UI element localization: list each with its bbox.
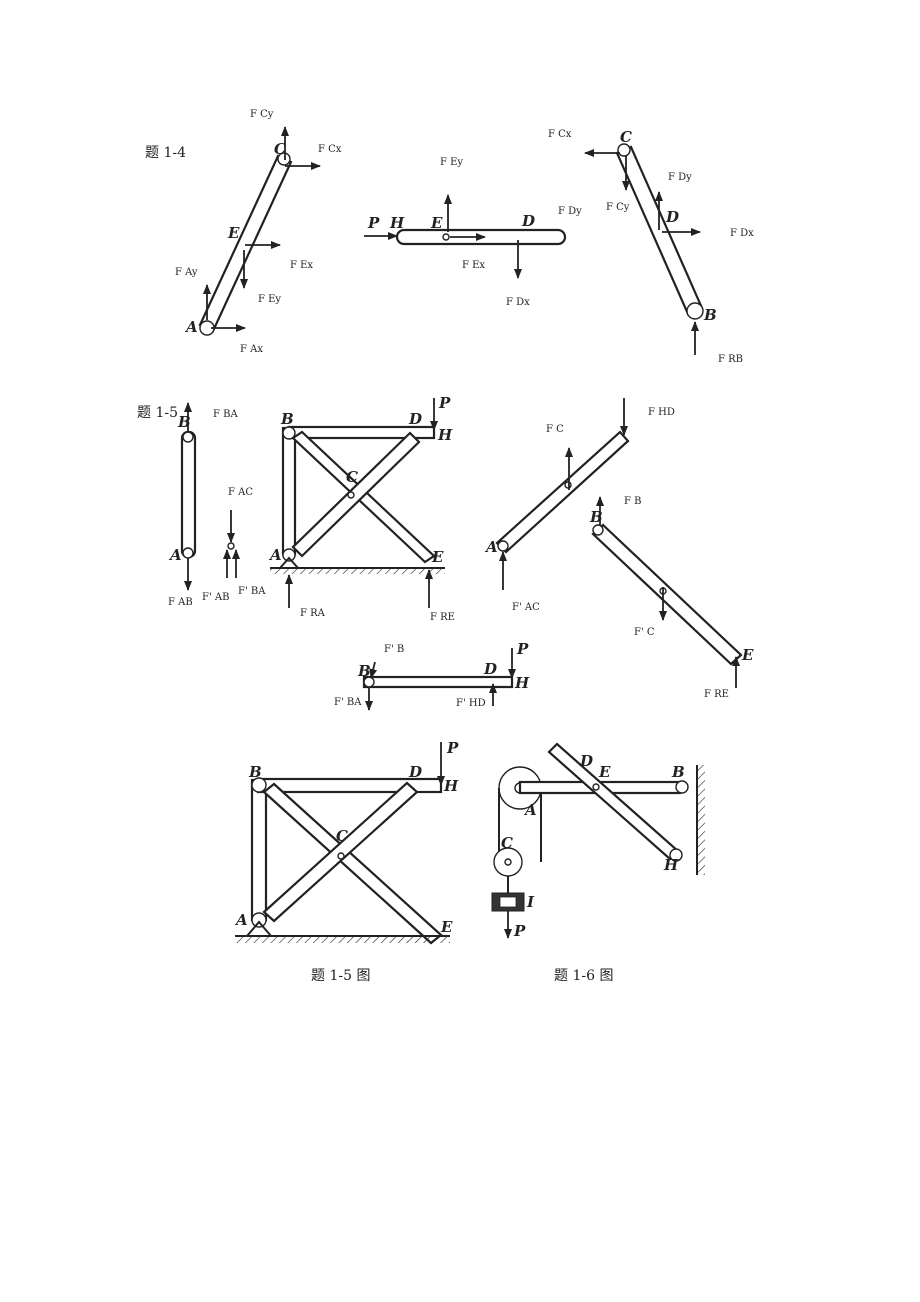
fig15b-label-b: B: [280, 410, 294, 428]
fig16-label-p: P: [513, 922, 526, 940]
fig14-label-a: A: [184, 318, 198, 336]
fig15b-force-fre: F RE: [430, 612, 455, 623]
fig15b-force-fra: F RA: [300, 608, 326, 619]
fig14-label-p: P: [367, 214, 380, 232]
fig14-force-fcy2: F Cy: [606, 202, 630, 213]
fig14-force-fdy2: F Dy: [668, 172, 692, 183]
fig15b-label-h: H: [437, 426, 453, 444]
fig14-force-fey: F Ey: [258, 294, 281, 305]
fig15c-force-fac-prime: F' AC: [512, 602, 540, 613]
fig16-label-d: D: [579, 752, 593, 770]
fig16-label-a: A: [523, 801, 537, 819]
fig15e-label-d: D: [483, 660, 497, 678]
fig15b-label-a: A: [268, 546, 282, 564]
fig14-label-d2: D: [665, 208, 679, 226]
fig14-label-h: H: [389, 214, 405, 232]
fig14-label-c2: C: [620, 128, 632, 146]
fig15b-frame: [270, 398, 445, 608]
fig14-bar-ac: [198, 126, 321, 336]
fig15d-bar-be: [591, 496, 743, 688]
fig15d-label-b: B: [589, 508, 603, 526]
fig15f-label-a: A: [234, 911, 248, 929]
fig15c-label-a: A: [484, 538, 498, 556]
fig15a-rod-ab: [180, 402, 197, 591]
fig15f-label-c: C: [336, 827, 348, 845]
fig15e-force-fba-prime: F' BA: [334, 697, 362, 708]
fig15f-label-b: B: [248, 763, 262, 781]
fig16-mechanism: [491, 742, 705, 939]
fig15a-force-fab: F AB: [168, 597, 193, 608]
fig14-force-fdx2: F Dx: [730, 228, 754, 239]
fig15f-label-d: D: [408, 763, 422, 781]
fig15a-pin-a: [223, 510, 240, 578]
fig15a-force-fba-prime: F' BA: [238, 586, 266, 597]
fig15e-bar-bh: [362, 648, 516, 711]
fig14-bar-hd: [364, 194, 567, 279]
fig15a-label-b: B: [177, 413, 191, 431]
fig16-label-b: B: [671, 763, 685, 781]
fig15b-label-d: D: [408, 410, 422, 428]
fig14-force-fcx: F Cx: [318, 144, 342, 155]
fig15c-force-fc: F C: [546, 424, 564, 435]
fig15f-label-e: E: [440, 918, 453, 936]
problem-1-4-caption: 题 1-4: [145, 145, 186, 161]
fig16-label-h: H: [663, 856, 679, 874]
fig16-caption: 题 1-6 图: [554, 968, 613, 984]
fig14-force-fcx2: F Cx: [548, 129, 572, 140]
fig14-label-b: B: [703, 306, 717, 324]
fig15e-label-h: H: [514, 674, 530, 692]
fig16-label-c: C: [501, 834, 513, 852]
fig15a-force-fac: F AC: [228, 487, 253, 498]
fig15-caption: 题 1-5 图: [311, 968, 370, 984]
fig14-force-fdx: F Dx: [506, 297, 530, 308]
fig14-label-e: E: [227, 224, 240, 242]
fig14-force-fax: F Ax: [240, 344, 263, 355]
fig14-force-frb: F RB: [718, 354, 743, 365]
fig15a-force-fba: F BA: [213, 409, 238, 420]
fig15b-label-p: P: [438, 394, 451, 412]
fig15e-force-fhd-prime: F' HD: [456, 698, 486, 709]
fig15a-label-a: A: [168, 546, 182, 564]
fig15c-force-fhd: F HD: [648, 407, 675, 418]
fig14-force-fcy: F Cy: [250, 109, 274, 120]
fig14-force-fdy: F Dy: [558, 206, 582, 217]
fig15e-label-b: B: [357, 662, 371, 680]
fig15d-force-fre: F RE: [704, 689, 729, 700]
fig14-label-e2: E: [430, 214, 443, 232]
fig15d-force-fc-prime: F' C: [634, 627, 655, 638]
fig15a-force-fab-prime: F' AB: [202, 592, 229, 603]
fig16-label-e: E: [598, 763, 611, 781]
fig14-force-fey2: F Ey: [440, 157, 463, 168]
fig15e-force-fb-prime: F' B: [384, 644, 404, 655]
fig15f-label-p: P: [446, 739, 459, 757]
fig15e-label-p: P: [516, 640, 529, 658]
fig15b-label-e: E: [431, 548, 444, 566]
fig15c-bar-ac: [495, 398, 630, 590]
problem-1-5-caption: 题 1-5: [137, 405, 178, 421]
fig15b-label-c: C: [346, 468, 358, 486]
fig14-force-fex: F Ex: [290, 260, 313, 271]
fig15f-label-h: H: [443, 777, 459, 795]
fig14-force-fex2: F Ex: [462, 260, 485, 271]
fig15d-force-fb: F B: [624, 496, 641, 507]
fig14-label-d: D: [521, 212, 535, 230]
fig15f-frame: [235, 742, 450, 945]
fig16-label-i: I: [526, 893, 535, 911]
fig14-bar-cb: [584, 143, 704, 355]
fig15d-label-e: E: [741, 646, 754, 664]
fig14-label-c: C: [274, 140, 286, 158]
fig14-force-fay: F Ay: [175, 267, 198, 278]
